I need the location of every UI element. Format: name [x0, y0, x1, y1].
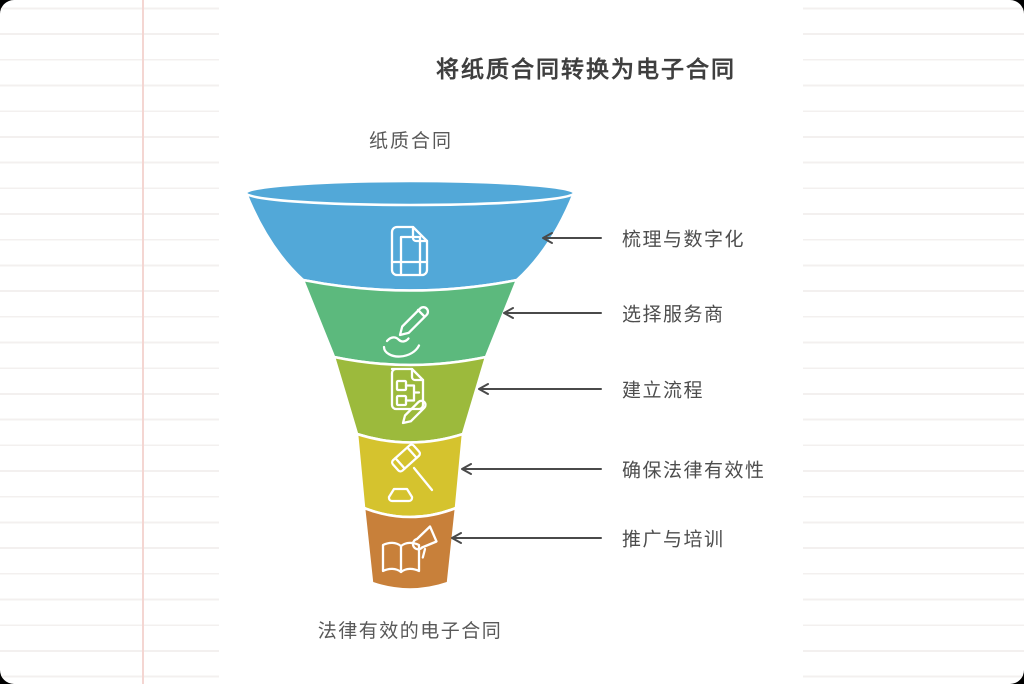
stage-label-1: 梳理与数字化 [622, 229, 746, 251]
funnel-bottom-caption: 法律有效的电子合同 [317, 621, 503, 642]
funnel-top-caption: 纸质合同 [368, 131, 454, 152]
training-book-icon [381, 525, 438, 574]
stage-label-3: 建立流程 [622, 380, 705, 402]
arrow-stage-1 [542, 232, 602, 244]
page-title: 将纸质合同转换为电子合同 [436, 56, 736, 82]
arrow-stage-5 [451, 532, 602, 544]
process-document-icon [390, 367, 427, 425]
stage-label-2: 选择服务商 [622, 304, 725, 326]
stage-label-5: 推广与培训 [622, 529, 725, 551]
funnel-top-rim-arc [244, 192, 576, 207]
notebook-margin-line [142, 0, 144, 684]
stage-label-4: 确保法律有效性 [622, 460, 766, 482]
contract-document-icon [390, 225, 429, 277]
arrow-stage-4 [461, 463, 602, 475]
signing-hand-icon [382, 306, 430, 358]
funnel-stage-2-shape [301, 278, 519, 367]
connector-arrows [451, 232, 602, 544]
gavel-icon [387, 443, 434, 503]
arrow-stage-3 [478, 383, 602, 395]
diagram-card [219, 0, 803, 684]
arrow-stage-2 [503, 307, 602, 319]
funnel-stage-5-shape [362, 506, 458, 591]
